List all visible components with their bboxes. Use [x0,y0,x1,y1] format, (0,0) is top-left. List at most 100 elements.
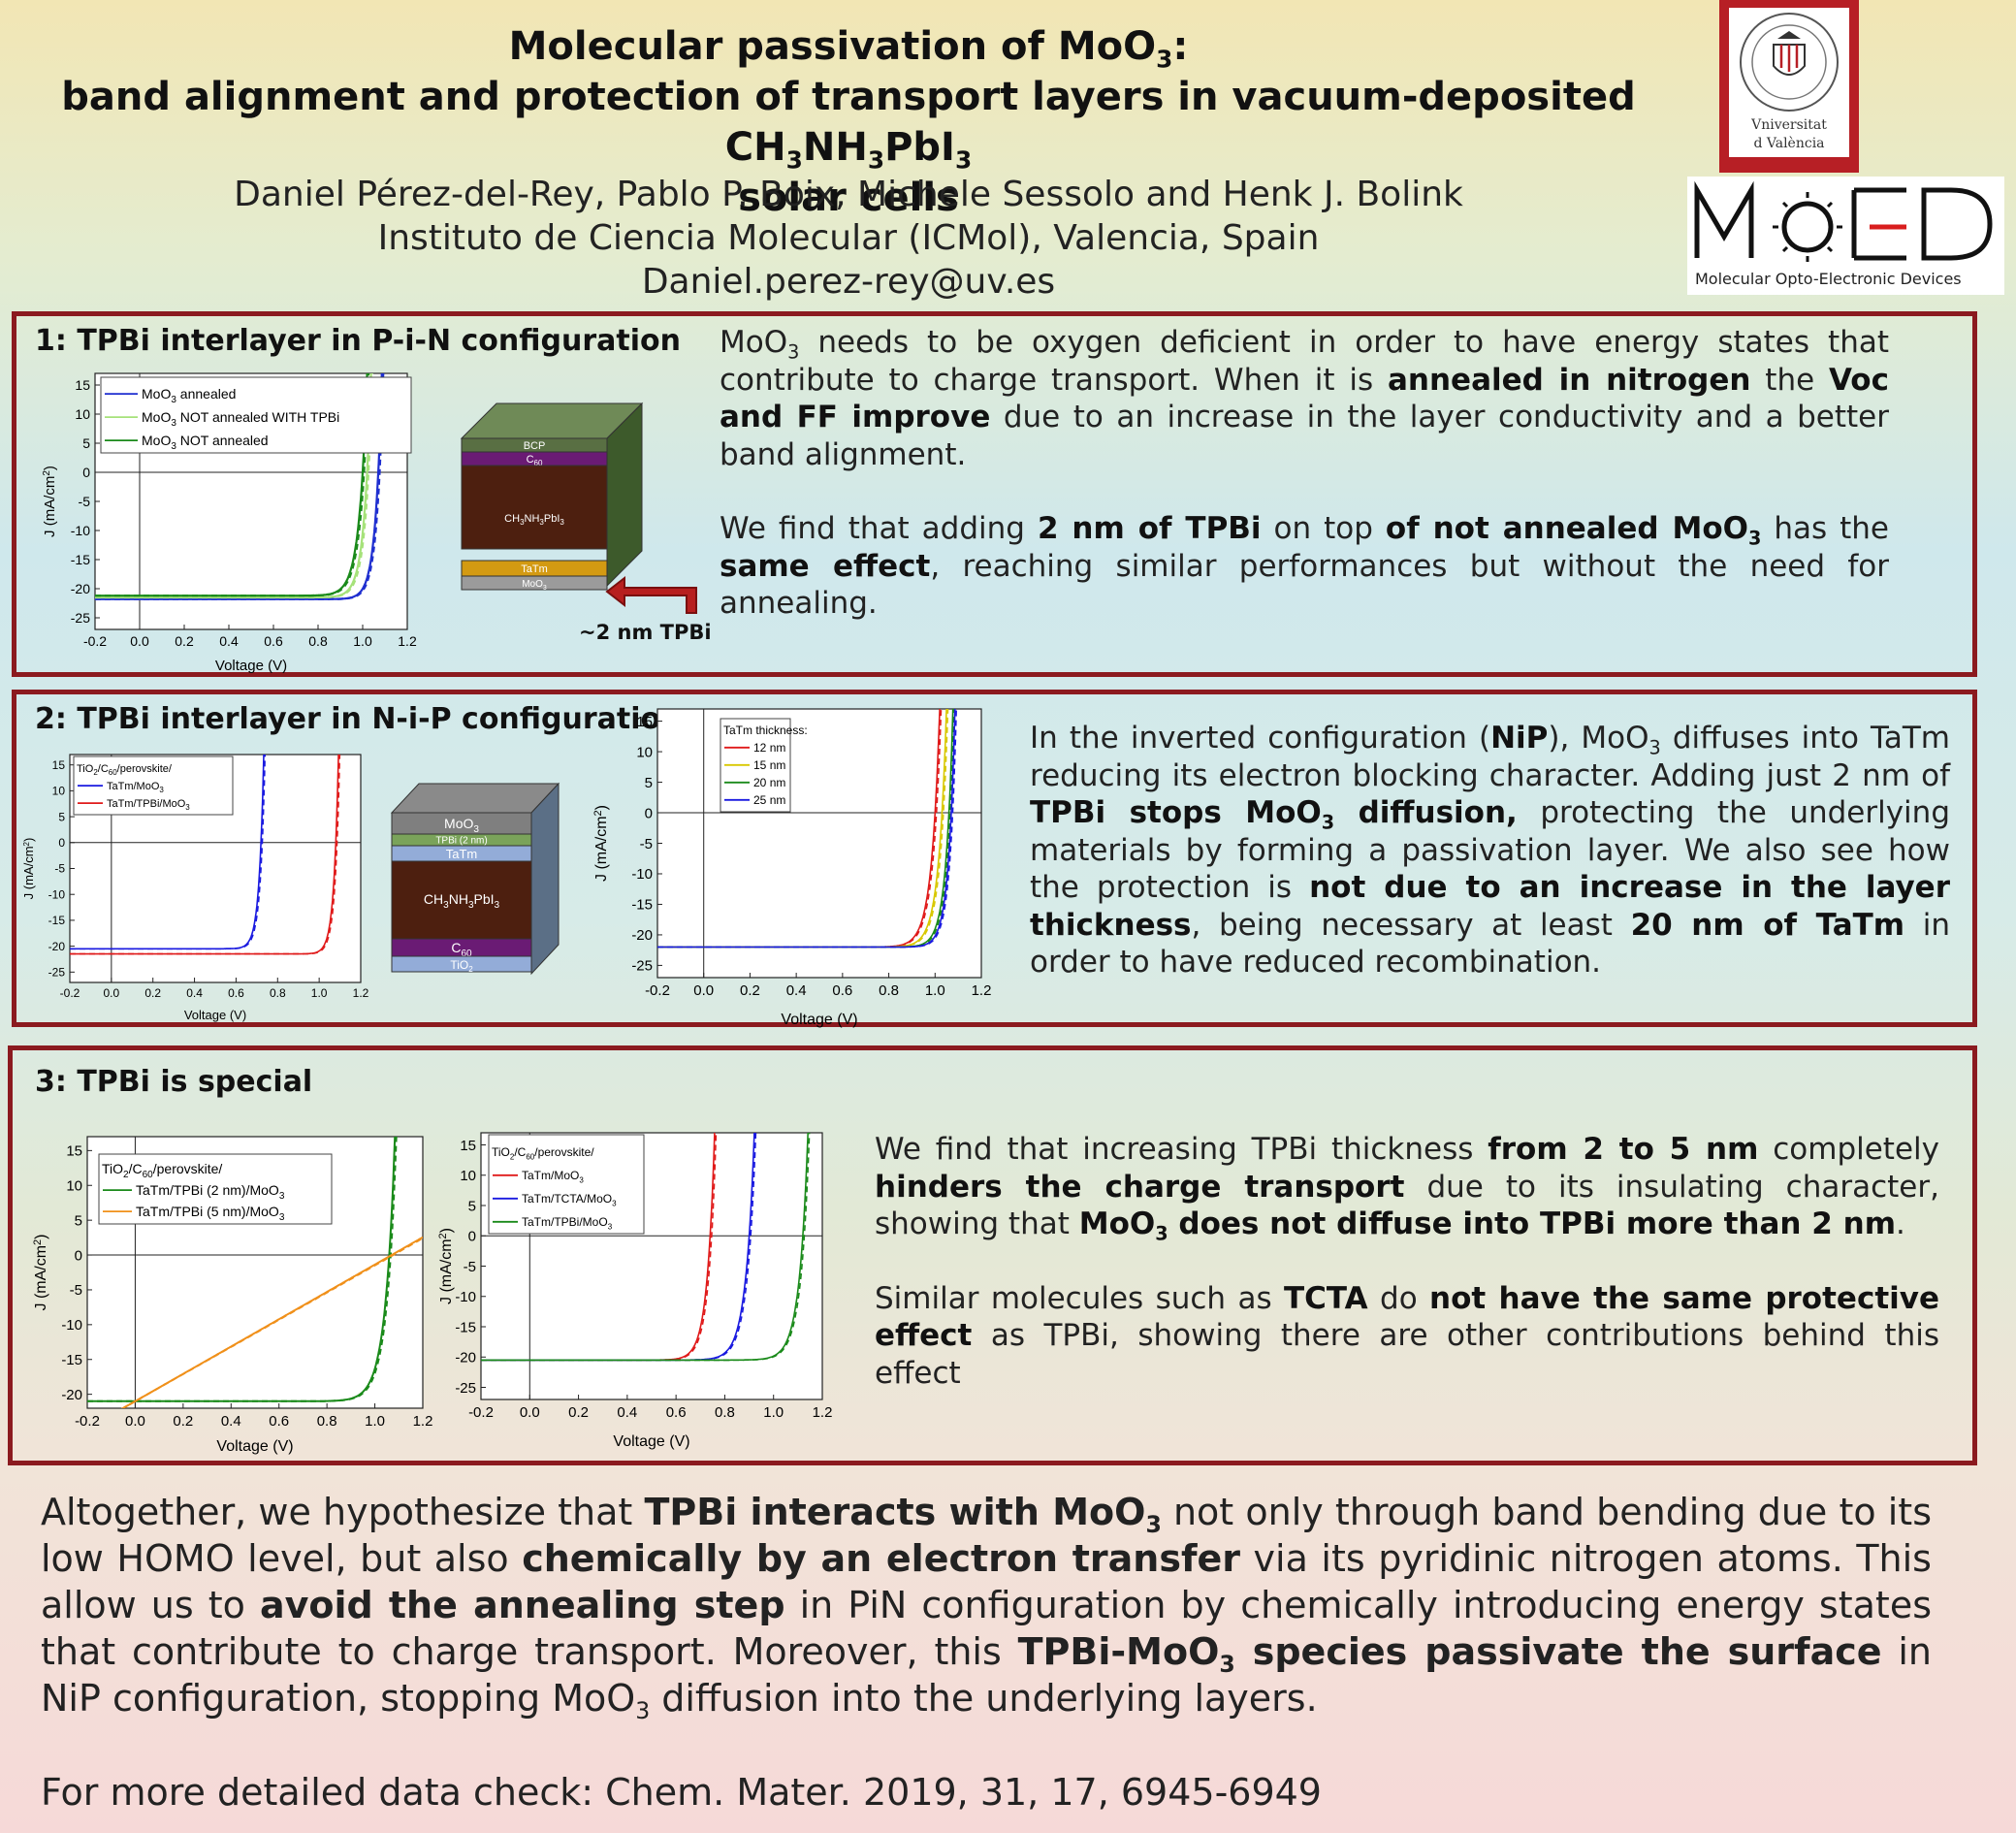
legend-box [98,1153,333,1225]
y-tick-label: -15 [71,552,90,567]
series-line [87,1137,398,1402]
legend-entry: 12 nm [753,741,785,755]
stack-label-moo3: MoO3 [522,579,547,592]
y-axis-label: J (mA/cm2) [42,466,58,537]
x-axis-label: Voltage (V) [184,1008,246,1022]
section-3-paragraph-1: We find that increasing TPBi thickness f… [875,1132,1939,1245]
y-tick-label: 10 [460,1168,476,1184]
x-axis-label: Voltage (V) [216,1438,293,1455]
y-axis-label: J (mA/cm2) [592,805,610,882]
y-tick-label: -10 [71,523,90,538]
moed-logo: Molecular Opto-Electronic Devices [1687,177,2004,295]
x-tick-label: -0.2 [645,982,670,999]
x-tick-label: 0.6 [832,982,852,999]
section-1-text: MoO3 needs to be oxygen deficient in ord… [720,324,1889,623]
legend-entry: TaTm/TPBi (2 nm)/MoO3 [136,1182,285,1202]
x-tick-label: 1.0 [311,986,328,1000]
x-tick-label: 0.4 [186,986,203,1000]
legend-entry: 15 nm [753,758,785,772]
x-tick-label: -0.2 [60,986,80,1000]
legend-box [488,1134,645,1235]
section-1-paragraph-2: We find that adding 2 nm of TPBi on top … [720,511,1889,621]
x-tick-label: 0.8 [270,986,286,1000]
x-tick-label: 0.2 [568,1404,589,1421]
x-tick-label: 0.6 [666,1404,687,1421]
uv-name-line1: Vniversitat [1751,117,1827,133]
y-tick-label: -15 [631,897,653,914]
y-tick-label: -20 [71,581,90,596]
section-2-panel [12,690,1977,1027]
x-tick-label: 0.8 [308,633,328,649]
section-2-heading: 2: TPBi interlayer in N-i-P configuratio… [35,702,682,736]
series-group [70,755,341,955]
stack-label-tio2: TiO2 [450,958,473,974]
y-tick-label: 0 [75,1247,82,1264]
y-axis-label: J (mA/cm2) [437,1228,455,1304]
y-tick-label: -25 [631,958,653,975]
x-tick-label: 1.2 [398,633,417,649]
series-line [70,755,341,955]
x-tick-label: 1.2 [972,982,992,999]
x-tick-label: 0.0 [104,986,120,1000]
y-tick-label: 15 [52,758,66,772]
y-tick-label: 5 [468,1198,476,1214]
legend-entry: TaTm/TPBi (5 nm)/MoO3 [136,1204,285,1223]
x-tick-label: 0.2 [740,982,760,999]
x-tick-label: 1.2 [353,986,368,1000]
institution: Instituto de Ciencia Molecular (ICMol), … [377,218,1320,258]
y-tick-label: -10 [631,866,653,883]
y-tick-label: 10 [66,1178,82,1195]
y-tick-label: -15 [455,1319,476,1335]
series-group [481,1133,811,1362]
x-tick-label: -0.2 [83,633,107,649]
y-axis-label: J (mA/cm2) [32,1235,49,1311]
y-tick-label: -15 [61,1352,82,1368]
series-group [95,373,385,600]
x-tick-label: 1.0 [353,633,372,649]
series-group [87,1137,423,1408]
y-tick-label: -25 [71,610,90,626]
x-axis-label: Voltage (V) [613,1433,689,1450]
section-2-text: In the inverted configuration (NiP), MoO… [1030,721,1951,980]
section-3-paragraph-2: Similar molecules such as TCTA do not ha… [875,1280,1940,1391]
x-axis-label: Voltage (V) [781,1012,857,1028]
legend-entry: TaTm/TPBi/MoO3 [522,1215,613,1231]
section-1-paragraph-1: MoO3 needs to be oxygen deficient in ord… [720,325,1889,472]
x-tick-label: 1.0 [925,982,945,999]
nip-device-stack: MoO3 TPBi (2 nm) TaTm CH3NH3PbI3 C60 TiO… [390,782,560,976]
x-tick-label: 0.4 [617,1404,637,1421]
series-line [120,1237,423,1408]
stack-label-tatm: TaTm [521,563,548,575]
y-tick-label: 0 [468,1229,476,1245]
x-tick-label: 1.2 [813,1404,833,1421]
legend-box [100,376,412,454]
y-tick-label: 15 [75,377,90,393]
legend-entry: TaTm/TPBi/MoO3 [107,798,190,812]
series-line [95,373,374,599]
legend-entry: TaTm/MoO3 [107,781,164,794]
x-tick-label: 0.4 [219,633,239,649]
legend-title: TiO2/C60/perovskite/ [102,1161,222,1180]
plot-area [656,708,982,979]
y-axis-label: J (mA/cm2) [21,838,36,900]
pin-device-stack: BCP C60 CH3NH3PbI3 TaTm MoO3 [460,402,697,614]
legend-entry: MoO3 NOT annealed [142,433,269,452]
y-tick-label: -10 [48,887,66,901]
y-tick-label: -20 [61,1387,82,1403]
y-tick-label: -20 [48,940,66,953]
y-tick-label: -20 [455,1350,476,1367]
legend-entry: MoO3 NOT annealed WITH TPBi [142,409,339,429]
x-tick-label: 0.0 [520,1404,540,1421]
stack-label-tpbi: TPBi (2 nm) [435,836,487,847]
stack-label-tatm-nip: TaTm [446,847,478,861]
y-tick-label: 15 [636,714,653,730]
series-line [70,755,267,950]
x-tick-label: 1.0 [763,1404,784,1421]
section-1-heading: 1: TPBi interlayer in P-i-N configuratio… [35,324,681,358]
legend-entry: TaTm/TCTA/MoO3 [522,1192,617,1207]
x-tick-label: -0.2 [468,1404,494,1421]
section-1-panel [12,311,1977,677]
